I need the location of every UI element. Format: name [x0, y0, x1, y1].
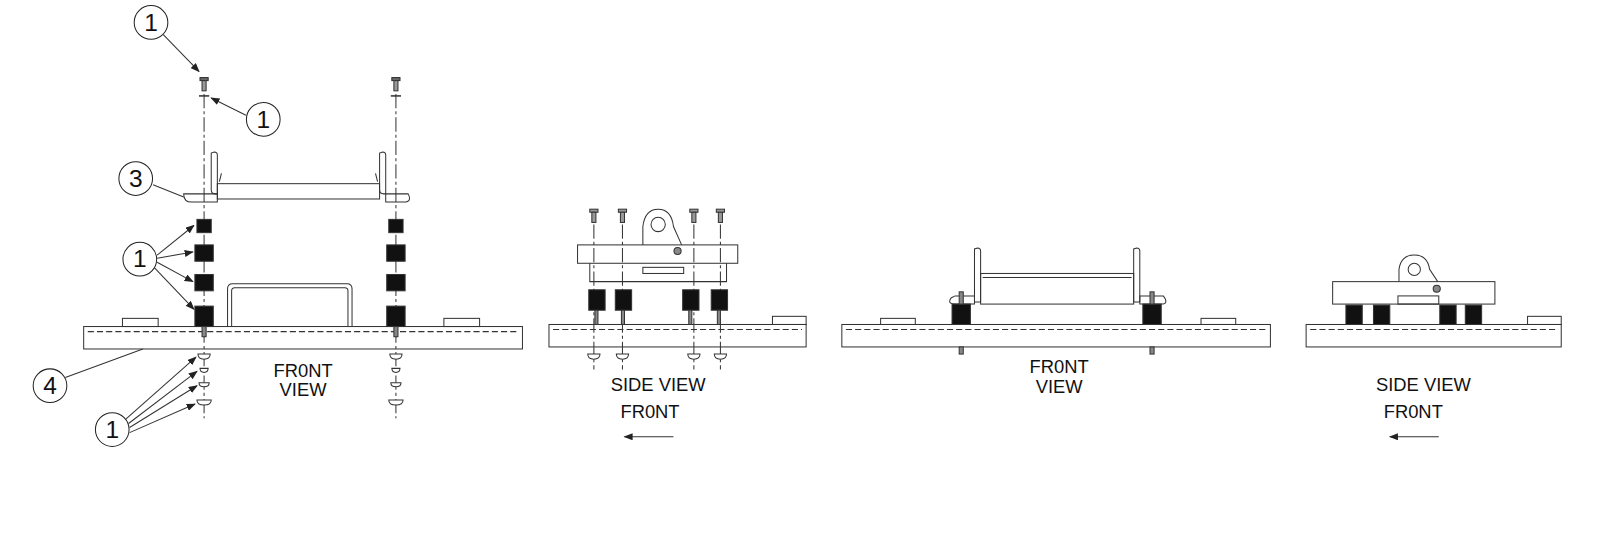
callout-bubble: 1 — [95, 412, 130, 447]
callout-number: 4 — [43, 373, 57, 397]
callout-bubble: 1 — [134, 5, 169, 40]
callout-number: 1 — [133, 247, 147, 271]
callout-bubble: 3 — [118, 161, 153, 196]
callout-number: 1 — [256, 107, 270, 131]
callout-number: 1 — [105, 417, 119, 441]
callout-bubble: 4 — [33, 368, 68, 403]
view-label: SIDE VIEW — [611, 376, 706, 395]
callout-number: 3 — [129, 166, 143, 190]
callout-bubble: 1 — [122, 242, 157, 277]
view-label: FR0NT VIEW — [1021, 358, 1097, 397]
view-label: SIDE VIEW — [1376, 376, 1471, 395]
callout-bubble: 1 — [246, 102, 281, 137]
view-label: FR0NT — [620, 403, 679, 422]
view-label: FR0NT VIEW — [265, 361, 341, 400]
view-label: FR0NT — [1384, 403, 1443, 422]
callout-number: 1 — [144, 10, 158, 34]
